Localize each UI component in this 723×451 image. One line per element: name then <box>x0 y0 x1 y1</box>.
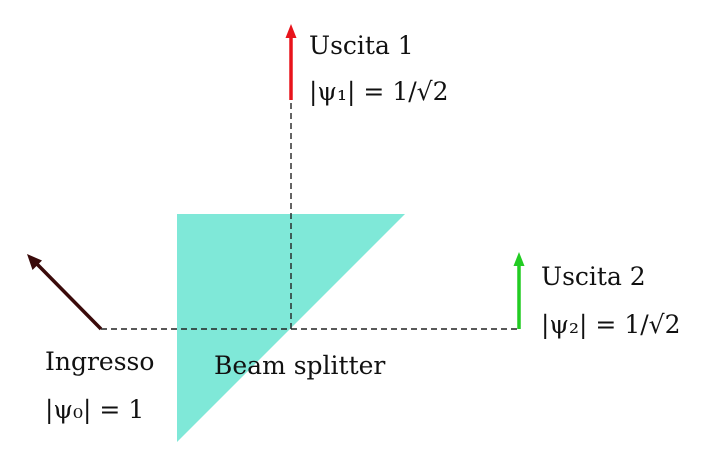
output2-amplitude: |ψ₂| = 1/√2 <box>541 310 680 340</box>
input-arrow <box>27 254 103 331</box>
input-title: Ingresso <box>45 347 154 376</box>
input-amplitude: |ψ₀| = 1 <box>45 395 144 425</box>
output1-amplitude: |ψ₁| = 1/√2 <box>309 77 448 107</box>
output1-title: Uscita 1 <box>309 31 414 60</box>
output1-arrow <box>285 24 297 100</box>
splitter-label: Beam splitter <box>214 351 385 380</box>
output2-title: Uscita 2 <box>541 262 646 291</box>
output2-arrow <box>513 252 525 329</box>
